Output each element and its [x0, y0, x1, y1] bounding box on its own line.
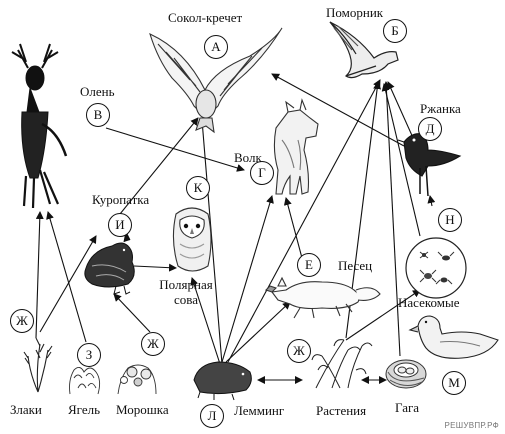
- arrow-plover-to-falcon: [271, 73, 405, 147]
- label-cloudberry: Морошка: [116, 402, 169, 417]
- label-lemming: Лемминг: [234, 403, 285, 418]
- lemming-illustration: [193, 361, 252, 401]
- arrow-insects-to-plover: [427, 195, 436, 207]
- arrow-plover-to-skua: [387, 81, 415, 141]
- label-grasses: Злаки: [10, 402, 42, 417]
- eider-illustration: [408, 315, 499, 359]
- fox-illustration: [264, 276, 381, 319]
- lichen-illustration: [69, 367, 101, 395]
- plover-illustration: [397, 133, 462, 197]
- label-falcon: Сокол-кречет: [168, 10, 243, 25]
- letter-plants: Ж: [287, 339, 311, 363]
- label-ptarmigan: Куропатка: [92, 192, 150, 207]
- arrow-cloudberry-to-ptarmigan: [113, 293, 151, 333]
- cloudberry-illustration: [117, 364, 157, 395]
- plants-illustration: [311, 339, 373, 389]
- grasses-illustration: [23, 337, 53, 393]
- label-owl-line1: Полярная: [159, 277, 213, 292]
- label-eider: Гага: [395, 400, 420, 415]
- arrow-plants-to-insects: [345, 289, 421, 341]
- label-owl: Полярная сова: [154, 277, 218, 307]
- label-lichen: Ягель: [68, 402, 101, 417]
- letter-eider: М: [442, 371, 466, 395]
- letter-fox: Е: [297, 253, 321, 277]
- label-fox: Песец: [338, 258, 373, 273]
- ptarmigan-illustration: [84, 230, 135, 295]
- letter-falcon: А: [204, 35, 228, 59]
- label-plants: Растения: [316, 403, 367, 418]
- deer-illustration: [11, 43, 68, 209]
- letter-deer: В: [86, 103, 110, 127]
- arrow-lemming-to-owl: [190, 277, 221, 365]
- arrow-lemming-to-falcon: [198, 119, 223, 365]
- arrow-ptarmigan-to-owl: [133, 263, 177, 272]
- label-wolf: Волк: [234, 150, 262, 165]
- arrow-insects-to-skua: [381, 83, 421, 237]
- label-insects: Насекомые: [398, 295, 460, 310]
- letter-skua: Б: [383, 19, 407, 43]
- letter-plover: Д: [418, 117, 442, 141]
- wolf-illustration: [273, 98, 319, 195]
- arrow-grasses-to-ptarmigan: [39, 235, 97, 333]
- arrow-lemming-to-wolf: [221, 195, 274, 363]
- owl-illustration: [172, 207, 212, 272]
- letter-grasses: Ж: [10, 309, 34, 333]
- arrow-fox-to-wolf: [283, 197, 303, 259]
- arrow-deer-to-wolf: [105, 127, 245, 172]
- label-owl-line2: сова: [173, 292, 198, 307]
- letter-cloudberry: Ж: [141, 332, 165, 356]
- arrow-grasses-to-deer: [35, 211, 44, 339]
- letter-lichen: З: [77, 343, 101, 367]
- arrow-lemming-to-skua: [227, 79, 381, 363]
- letter-lemming: Л: [200, 404, 224, 428]
- arrow-lemming-to-fox: [225, 301, 291, 363]
- watermark: РЕШУВПР.РФ: [444, 421, 499, 430]
- falcon-illustration: [149, 27, 283, 134]
- arrow-eider-to-skua: [382, 81, 401, 357]
- arrow-ptarmigan-to-falcon: [119, 117, 199, 215]
- label-skua: Поморник: [326, 5, 384, 20]
- arrow-lichen-to-deer: [46, 211, 87, 343]
- letter-insects: Н: [438, 208, 462, 232]
- label-plover: Ржанка: [420, 101, 461, 116]
- letter-wolf: Г: [250, 161, 274, 185]
- label-deer: Олень: [80, 84, 115, 99]
- letter-owl: К: [186, 176, 210, 200]
- nest-illustration: [385, 359, 427, 389]
- insects-illustration: [405, 237, 467, 299]
- letter-ptarmigan: И: [108, 213, 132, 237]
- skua-illustration: [329, 21, 399, 79]
